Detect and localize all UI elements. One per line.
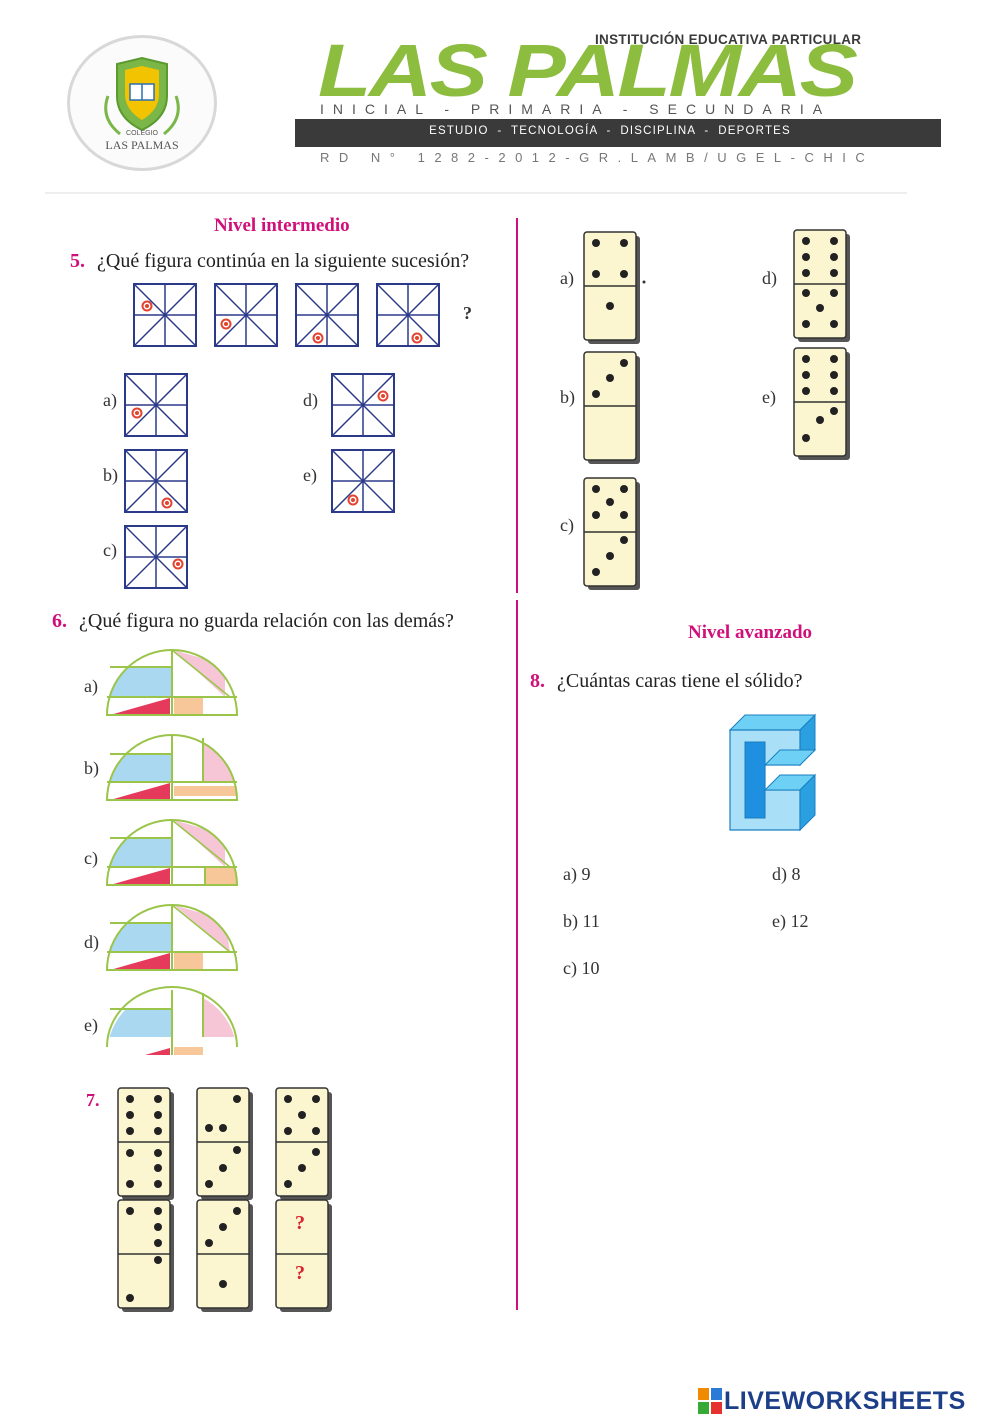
logo-name: LAS PALMAS — [105, 138, 179, 152]
domino-3-1 — [196, 1199, 254, 1313]
q7-option-c-label[interactable]: c) — [560, 515, 574, 535]
q5-option-a-label[interactable]: a) — [103, 390, 117, 410]
solid-figure — [728, 713, 817, 832]
q6-option-d-label[interactable]: d) — [84, 932, 99, 952]
q5-option-d-figure[interactable] — [331, 373, 395, 437]
resolution-line: RD N° 1282-2012-GR.LAMB/UGEL-CHIC — [320, 150, 875, 165]
header-rule — [45, 192, 907, 194]
q5-option-b-label[interactable]: b) — [103, 465, 118, 485]
q5-option-c-label[interactable]: c) — [103, 540, 117, 560]
sequence-figure-2 — [214, 283, 278, 347]
sequence-figure-4 — [376, 283, 440, 347]
question-7-number: 7. — [86, 1090, 100, 1110]
question-text: ¿Qué figura no guarda relación con las d… — [79, 610, 454, 632]
q5-option-d-label[interactable]: d) — [303, 390, 318, 410]
q7-option-c-domino[interactable] — [583, 477, 641, 591]
q5-option-b-figure[interactable] — [124, 449, 188, 513]
q7-option-b-domino[interactable] — [583, 351, 641, 465]
q7-options — [583, 229, 851, 591]
q5-option-e-label[interactable]: e) — [303, 465, 317, 485]
q7-option-e-label[interactable]: e) — [762, 387, 776, 407]
q7-option-d-label[interactable]: d) — [762, 268, 777, 288]
q7-unknown-top: ? — [295, 1212, 305, 1234]
q7-option-b-label[interactable]: b) — [560, 387, 575, 407]
q6-option-b-figure[interactable] — [105, 734, 239, 801]
q7-option-d-domino[interactable] — [793, 229, 851, 343]
question-number: 6. — [52, 610, 67, 632]
liveworksheets-logo-icon — [698, 1388, 722, 1414]
question-number: 8. — [530, 670, 545, 692]
column-divider — [516, 600, 518, 1310]
q7-domino-grid — [117, 1087, 333, 1313]
q5-options — [124, 373, 395, 589]
q6-option-e-label[interactable]: e) — [84, 1015, 98, 1035]
q6-option-c-label[interactable]: c) — [84, 848, 98, 868]
stray-dot — [642, 280, 646, 284]
domino-6-6 — [117, 1087, 175, 1201]
q6-option-b-label[interactable]: b) — [84, 758, 99, 778]
column-divider — [516, 218, 518, 593]
footer-brand-text: LIVEWORKSHEETS — [724, 1386, 966, 1415]
q8-answer-e[interactable]: e) 12 — [772, 911, 809, 931]
q6-options — [105, 649, 239, 1055]
q6-option-c-figure[interactable] — [105, 819, 239, 886]
q6-option-a-figure[interactable] — [105, 649, 239, 716]
question-5: 5. ¿Qué figura continúa en la siguiente s… — [70, 250, 469, 273]
q5-option-a-figure[interactable] — [124, 373, 188, 437]
intermediate-title: Nivel intermedio — [214, 215, 350, 236]
question-text: ¿Cuántas caras tiene el sólido? — [557, 670, 803, 692]
levels-line: INICIAL - PRIMARIA - SECUNDARIA — [320, 101, 832, 117]
brand-title: LAS PALMAS — [318, 29, 858, 112]
footer-brand[interactable]: LIVEWORKSHEETS — [698, 1386, 966, 1416]
institution-label: INSTITUCIÓN EDUCATIVA PARTICULAR — [595, 32, 862, 47]
school-logo: COLEGIO LAS PALMAS — [67, 35, 217, 171]
logo-small-text: COLEGIO — [126, 130, 158, 137]
sequence-figure-1 — [133, 283, 197, 347]
q6-option-d-figure[interactable] — [105, 904, 239, 971]
q8-answer-b[interactable]: b) 11 — [563, 911, 600, 931]
shield-icon — [104, 56, 180, 136]
q5-option-e-figure[interactable] — [331, 449, 395, 513]
q7-unknown-bottom: ? — [295, 1262, 305, 1284]
question-8: 8. ¿Cuántas caras tiene el sólido? — [530, 670, 802, 693]
q5-sequence — [133, 283, 440, 347]
q6-option-a-label[interactable]: a) — [84, 676, 98, 696]
q7-option-e-domino[interactable] — [793, 347, 851, 461]
q8-answer-a[interactable]: a) 9 — [563, 864, 591, 884]
q5-option-c-figure[interactable] — [124, 525, 188, 589]
domino-3-3 — [196, 1087, 254, 1201]
q6-option-e-figure[interactable] — [106, 986, 238, 1055]
q8-answer-c[interactable]: c) 10 — [563, 958, 600, 978]
question-text: ¿Qué figura continúa en la siguiente suc… — [97, 250, 470, 272]
question-6: 6. ¿Qué figura no guarda relación con las… — [52, 610, 454, 633]
values-line: ESTUDIO - TECNOLOGÍA - DISCIPLINA - DEPO… — [429, 125, 791, 137]
domino-5-3 — [275, 1087, 333, 1201]
q8-answer-d[interactable]: d) 8 — [772, 864, 801, 884]
domino-4-1 — [117, 1199, 175, 1313]
q5-unknown: ? — [463, 303, 472, 323]
q7-option-a-label[interactable]: a) — [560, 268, 574, 288]
advanced-title: Nivel avanzado — [688, 622, 813, 643]
values-bar: ESTUDIO - TECNOLOGÍA - DISCIPLINA - DEPO… — [295, 119, 941, 147]
sequence-figure-3 — [295, 283, 359, 347]
q7-option-a-domino[interactable] — [583, 231, 641, 345]
question-number: 5. — [70, 250, 85, 272]
